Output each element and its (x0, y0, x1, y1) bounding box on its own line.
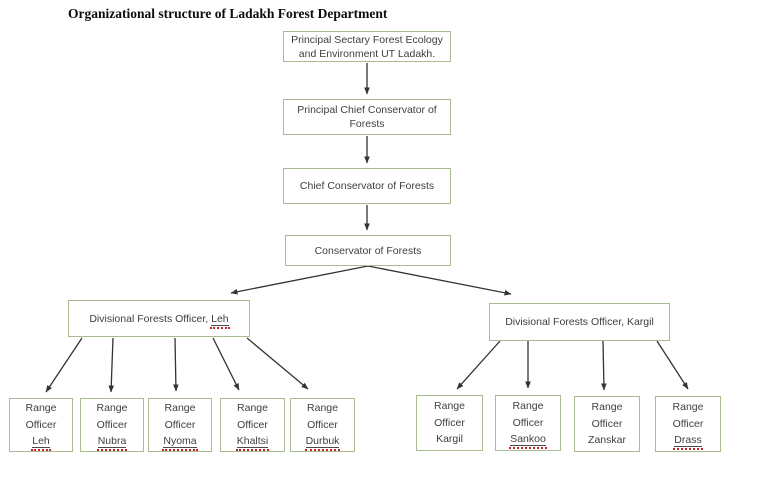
box-range-officer-khaltsi: Range Officer Khaltsi (220, 398, 285, 452)
box-line: Sankoo (510, 431, 546, 448)
arrow-leh-3 (173, 337, 179, 392)
box-line: Divisional Forests Officer, Leh (89, 312, 229, 326)
box-range-officer-drass: Range Officer Drass (655, 396, 721, 452)
division-name: Leh (211, 312, 229, 326)
range-name: Khaltsi (236, 435, 269, 449)
box-line: Principal Sectary Forest Ecology (291, 33, 443, 46)
box-range-officer-nubra: Range Officer Nubra (80, 398, 144, 452)
box-divisional-officer-kargil: Divisional Forests Officer, Kargil (489, 303, 670, 341)
range-name: Nubra (97, 435, 127, 449)
box-range-officer-leh: Range Officer Leh (9, 398, 73, 452)
box-line: Range (96, 402, 128, 415)
range-name: Zanskar (588, 434, 626, 447)
box-principal-secretary: Principal Sectary Forest Ecology and Env… (283, 31, 451, 62)
box-line: Principal Chief Conservator of (297, 104, 437, 116)
box-line: Chief Conservator of Forests (299, 180, 435, 192)
box-range-officer-zanskar: Range Officer Zanskar (574, 396, 640, 452)
division-name: Kargil (626, 316, 654, 328)
division-prefix: Divisional Forests Officer, (89, 312, 209, 325)
box-line: Zanskar (588, 432, 626, 449)
box-line: and Environment UT Ladakh. (298, 47, 436, 60)
box-range-officer-kargil: Range Officer Kargil (416, 395, 483, 451)
box-line: Nubra (97, 433, 127, 450)
box-line: Range (237, 402, 268, 415)
box-line: Officer (591, 417, 623, 430)
box-line: Kargil (436, 431, 463, 448)
box-line: Divisional Forests Officer, Kargil (505, 315, 654, 329)
page-title: Organizational structure of Ladakh Fores… (68, 6, 388, 21)
box-line: Range (25, 402, 57, 415)
box-line: Forests (349, 118, 385, 130)
box-range-officer-sankoo: Range Officer Sankoo (495, 395, 561, 451)
arrow-branch-kargil (367, 265, 512, 296)
box-line: Officer (96, 418, 128, 431)
box-divisional-officer-leh: Divisional Forests Officer, Leh (68, 300, 250, 337)
arrow-leh-2 (108, 337, 115, 393)
box-line: Officer (307, 418, 338, 431)
box-line: Leh (32, 433, 50, 450)
box-line: Range (591, 401, 623, 414)
box-principal-chief-conservator: Principal Chief Conservator of Forests (283, 99, 451, 135)
box-line: Drass (674, 432, 702, 449)
box-line: Nyoma (163, 433, 197, 450)
box-chief-conservator: Chief Conservator of Forests (283, 168, 451, 204)
arrow-leh-4 (212, 337, 240, 391)
box-line: Range (672, 401, 704, 414)
box-line: Officer (25, 418, 57, 431)
box-line: Officer (512, 416, 544, 429)
arrow-leh-1 (45, 337, 83, 393)
box-conservator: Conservator of Forests (285, 235, 451, 266)
arrow-leh-5 (246, 337, 309, 390)
box-line: Range (434, 400, 465, 413)
range-name: Sankoo (510, 433, 546, 447)
box-line: Officer (164, 418, 196, 431)
box-line: Range (512, 400, 544, 413)
range-name: Durbuk (305, 435, 340, 449)
box-range-officer-durbuk: Range Officer Durbuk (290, 398, 355, 452)
division-prefix: Divisional Forests Officer, (505, 316, 625, 328)
range-name: Kargil (436, 433, 463, 446)
box-line: Officer (237, 418, 268, 431)
box-line: Officer (434, 416, 465, 429)
range-name: Nyoma (163, 435, 197, 449)
arrow-branch-leh (230, 265, 369, 295)
box-line: Officer (672, 417, 704, 430)
range-name: Leh (32, 435, 50, 449)
arrow-kargil-4 (656, 340, 689, 390)
arrow-kargil-3 (601, 340, 607, 391)
box-range-officer-nyoma: Range Officer Nyoma (148, 398, 212, 452)
range-name: Drass (674, 434, 702, 448)
arrow-kargil-1 (456, 340, 501, 390)
box-line: Range (164, 402, 196, 415)
box-line: Khaltsi (236, 433, 269, 450)
box-line: Range (307, 402, 338, 415)
box-line: Durbuk (305, 433, 340, 450)
box-line: Conservator of Forests (314, 244, 422, 257)
